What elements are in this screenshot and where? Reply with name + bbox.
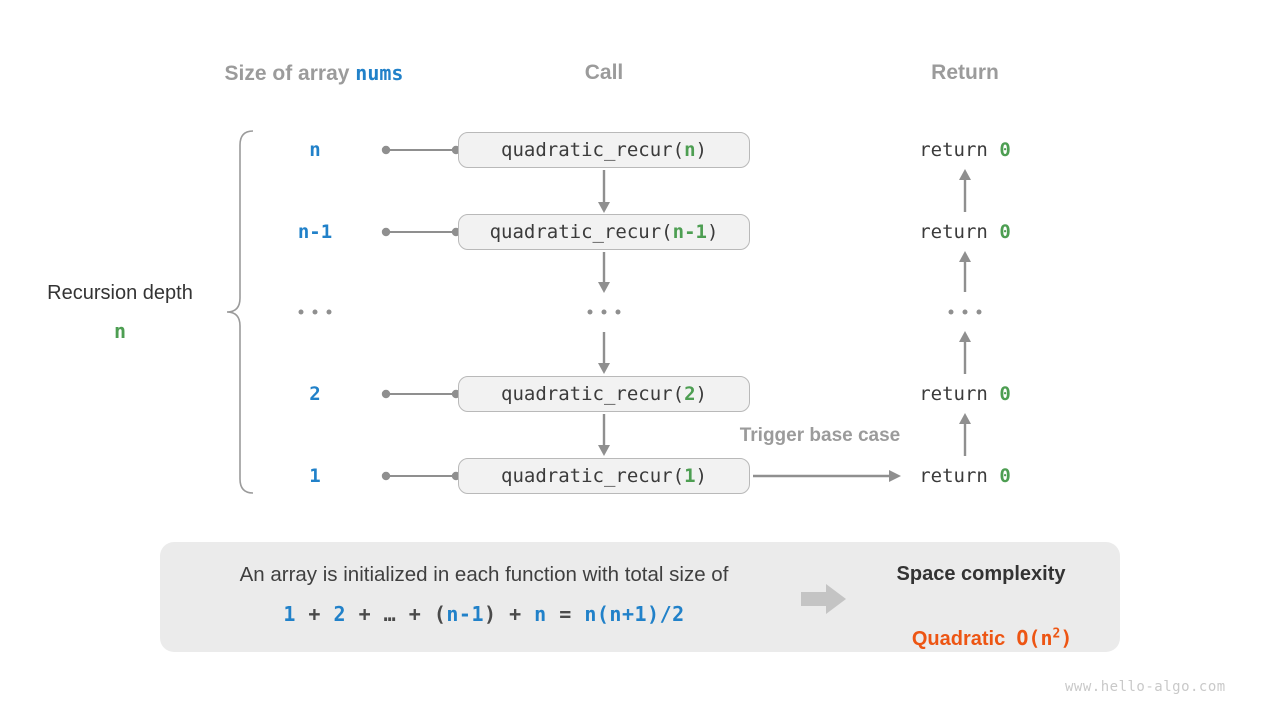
call-arg: n-1: [672, 221, 707, 243]
summary-description: An array is initialized in each function…: [239, 563, 729, 586]
call-box: quadratic_recur(2): [458, 376, 750, 412]
trigger-base-case-label: Trigger base case: [739, 425, 901, 446]
watermark: www.hello-algo.com: [1065, 679, 1226, 695]
size-to-call-connectors: [381, 145, 461, 481]
base-case-arrow: [753, 470, 901, 482]
connector-line: [381, 145, 461, 155]
recursion-depth-block: Recursion depth n: [14, 282, 226, 343]
connector-line: [381, 471, 461, 481]
formula-token: ): [484, 602, 497, 626]
return-value: 0: [999, 221, 1011, 243]
connector-line: [381, 227, 461, 237]
up-arrow: [959, 331, 971, 374]
return-statement: return 0: [919, 139, 1011, 161]
size-label: 2: [309, 383, 321, 405]
paren-open: (: [672, 383, 685, 405]
paren-open: (: [661, 221, 673, 243]
recursion-depth-value: n: [113, 319, 127, 343]
big-o-notation: O(n2): [1016, 626, 1073, 650]
return-statement: return 0: [919, 221, 1011, 243]
column-header-return: Return: [931, 61, 999, 84]
column-header-size: Size of array nums: [225, 61, 404, 86]
return-value: 0: [999, 139, 1011, 161]
call-fn-name: quadratic_recur: [501, 465, 673, 487]
recursion-depth-label: Recursion depth: [47, 282, 193, 304]
formula-token: (: [433, 602, 447, 626]
formula-token: +: [346, 602, 384, 626]
space-complexity-value: Quadratic O(n2): [856, 603, 1106, 674]
return-keyword: return: [919, 383, 1000, 405]
summary-panel: [160, 542, 1120, 652]
call-fn-name: quadratic_recur: [489, 221, 662, 243]
up-arrow: [959, 251, 971, 292]
connector-line: [381, 389, 461, 399]
return-keyword: return: [919, 221, 1000, 243]
ellipsis-dots-size: [298, 309, 332, 315]
formula-token: …: [383, 602, 397, 626]
down-arrow: [598, 252, 610, 293]
paren-close: ): [706, 221, 719, 243]
formula-token: 2: [333, 602, 347, 626]
size-header-code: nums: [355, 61, 404, 85]
formula-token: n: [534, 602, 547, 626]
paren-close: ): [695, 139, 707, 161]
paren-close: ): [695, 465, 707, 487]
formula-token: +: [396, 602, 434, 626]
return-keyword: return: [919, 465, 1000, 487]
size-label: n-1: [297, 221, 333, 243]
call-arg: 2: [684, 383, 696, 405]
call-box: quadratic_recur(n): [458, 132, 750, 168]
return-statement: return 0: [919, 465, 1011, 487]
paren-open: (: [672, 465, 685, 487]
size-header-text: Size of array: [224, 62, 356, 85]
down-arrow: [598, 170, 610, 213]
return-keyword: return: [919, 139, 1000, 161]
complexity-name: Quadratic: [911, 628, 1006, 650]
call-arg: n: [684, 139, 696, 161]
paren-open: (: [672, 139, 685, 161]
size-label: 1: [309, 465, 321, 487]
ellipsis-dots-return: [948, 309, 982, 315]
up-arrow: [959, 413, 971, 456]
ellipsis-dots-call: [587, 309, 621, 315]
down-arrow: [598, 332, 610, 374]
return-value: 0: [999, 465, 1011, 487]
recursion-depth-brace: [226, 130, 254, 494]
paren-close: ): [695, 383, 707, 405]
call-fn-name: quadratic_recur: [501, 383, 673, 405]
right-block-arrow-icon: [801, 584, 846, 614]
space-complexity-title: Space complexity: [896, 563, 1066, 585]
summary-formula: 1 + 2 + … + (n-1) + n = n(n+1)/2: [178, 602, 790, 626]
formula-token: +: [295, 602, 334, 626]
formula-token: n-1: [446, 602, 484, 626]
size-label: n: [309, 139, 321, 161]
down-arrow: [598, 414, 610, 456]
formula-token: 1: [283, 602, 296, 626]
call-arg: 1: [684, 465, 696, 487]
formula-token: =: [546, 602, 585, 626]
column-header-call: Call: [584, 61, 624, 84]
call-fn-name: quadratic_recur: [501, 139, 673, 161]
return-statement: return 0: [919, 383, 1011, 405]
formula-token: +: [496, 602, 535, 626]
return-value: 0: [999, 383, 1011, 405]
up-arrow: [959, 169, 971, 212]
call-box: quadratic_recur(1): [458, 458, 750, 494]
formula-token: n(n+1)/2: [584, 602, 685, 626]
call-box: quadratic_recur(n-1): [458, 214, 750, 250]
